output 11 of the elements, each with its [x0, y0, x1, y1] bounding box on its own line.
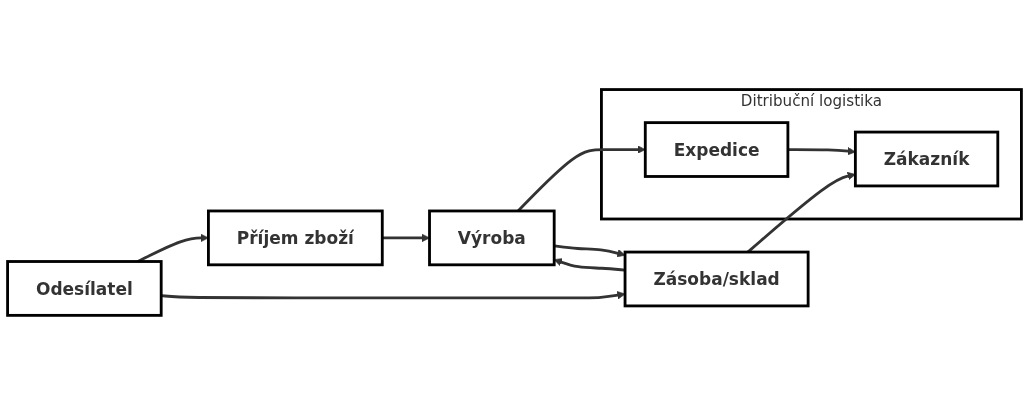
arrow: [382, 233, 430, 243]
arrow: [517, 145, 646, 212]
node-box: Zásoba/sklad: [623, 250, 810, 308]
arrow: [161, 291, 626, 300]
node-box: Expedice: [643, 121, 790, 178]
arrow: [787, 147, 856, 156]
node-box: Odesílatel: [6, 260, 163, 317]
arrow: [554, 244, 626, 258]
node-box: Zákazník: [853, 130, 1000, 188]
node-box: Příjem zboží: [207, 209, 384, 267]
node-box: Výroba: [428, 209, 556, 267]
